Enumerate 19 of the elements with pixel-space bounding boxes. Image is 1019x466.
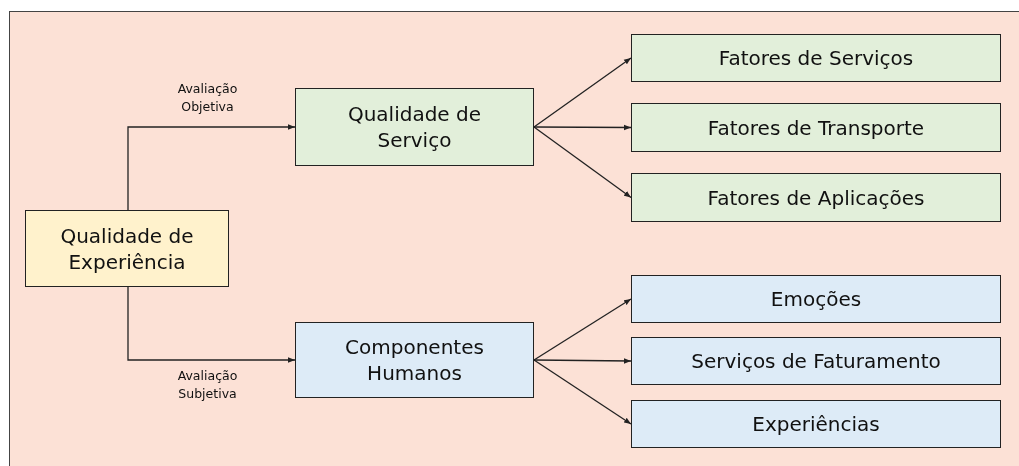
process-box: Serviços de Faturamento xyxy=(631,337,1001,385)
arrow xyxy=(533,126,632,199)
arrow xyxy=(533,298,632,361)
arrow xyxy=(127,286,296,363)
process-box: Emoções xyxy=(631,275,1001,323)
edge-label: Avaliação Objetiva xyxy=(176,80,239,117)
edge-label: Avaliação Subjetiva xyxy=(176,367,239,404)
process-box: Componentes Humanos xyxy=(295,322,534,398)
process-box: Fatores de Transporte xyxy=(631,103,1001,152)
arrow xyxy=(533,359,632,425)
process-box: Fatores de Aplicações xyxy=(631,173,1001,222)
arrow xyxy=(533,358,632,364)
arrow xyxy=(127,124,296,211)
arrow xyxy=(533,57,632,128)
process-box: Qualidade de Experiência xyxy=(25,210,229,287)
process-box: Qualidade de Serviço xyxy=(295,88,534,166)
arrow xyxy=(533,124,632,131)
process-box: Experiências xyxy=(631,400,1001,448)
process-box: Fatores de Serviços xyxy=(631,34,1001,82)
